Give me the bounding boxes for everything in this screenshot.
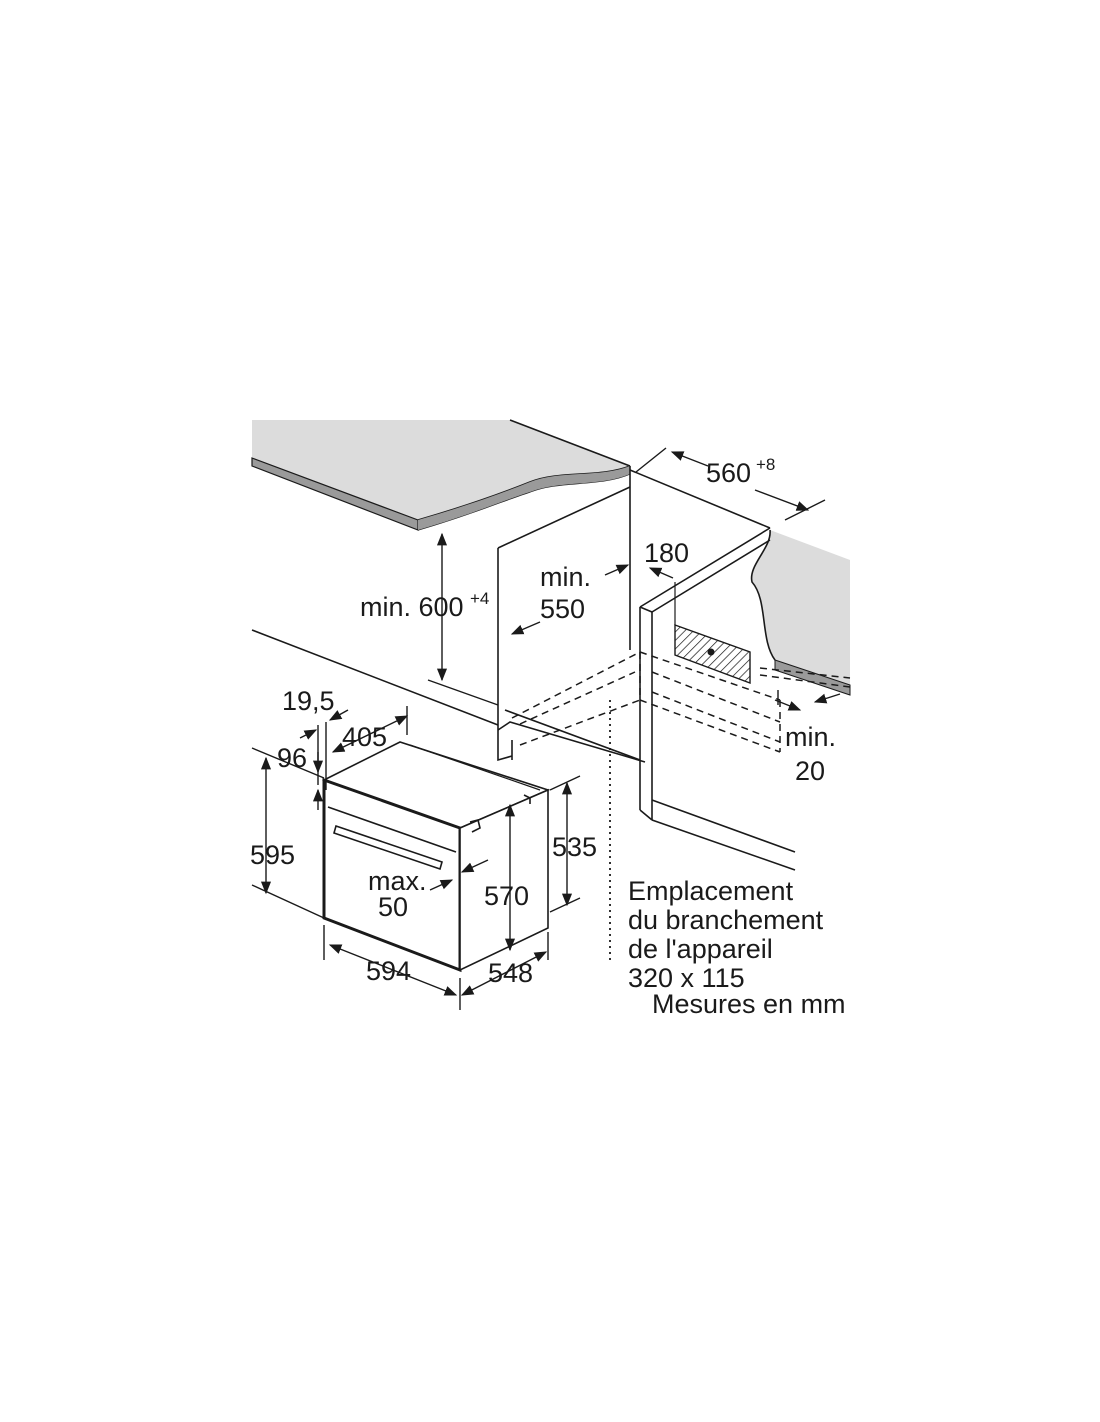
dim-max50-line1: max. [368, 866, 427, 896]
dim-96-label: 96 [277, 743, 307, 773]
dim-548-label: 548 [488, 958, 533, 988]
dim-405-label: 405 [342, 722, 387, 752]
oven [321, 741, 551, 973]
dim-594 [323, 925, 461, 1010]
worktop [251, 419, 631, 531]
dim-570-label: 570 [484, 881, 529, 911]
dim-min550-arrow [510, 621, 541, 635]
dim-405 [331, 706, 409, 753]
dim-min600-label: min. 600 [360, 592, 464, 622]
dim-min550-line1: min. [540, 562, 591, 592]
dim-min600-sup: +4 [470, 589, 489, 608]
dim-max50-line2: 50 [378, 892, 408, 922]
cabinet-niche [251, 466, 796, 871]
connection-note-line2: du branchement [628, 905, 824, 935]
dim-560-label: 560 [706, 458, 751, 488]
connection-note-line3: de l'appareil [628, 934, 773, 964]
dim-min20-line1: min. [785, 722, 836, 752]
dim-min20 [774, 690, 841, 711]
dim-180 [604, 564, 674, 579]
dim-max50 [429, 859, 489, 891]
connection-note-line1: Emplacement [628, 876, 794, 906]
dim-595 [251, 747, 325, 919]
dim-min20-line2: 20 [795, 756, 825, 786]
dim-594-label: 594 [366, 956, 411, 986]
dim-560-sup: +8 [756, 455, 775, 474]
connection-area [674, 582, 751, 685]
dim-595-label: 595 [250, 840, 295, 870]
dim-min550-line2: 550 [540, 594, 585, 624]
connection-note-line4: 320 x 115 [628, 963, 745, 993]
dim-min600 [427, 532, 499, 706]
units-note: Mesures en mm [652, 989, 846, 1019]
dim-535 [549, 775, 581, 913]
dim-19-5-label: 19,5 [282, 686, 335, 716]
dim-180-label: 180 [644, 538, 689, 568]
dim-535-label: 535 [552, 832, 597, 862]
dim-560 [635, 447, 826, 521]
dim-548 [460, 932, 549, 996]
worktop-right [750, 529, 851, 696]
